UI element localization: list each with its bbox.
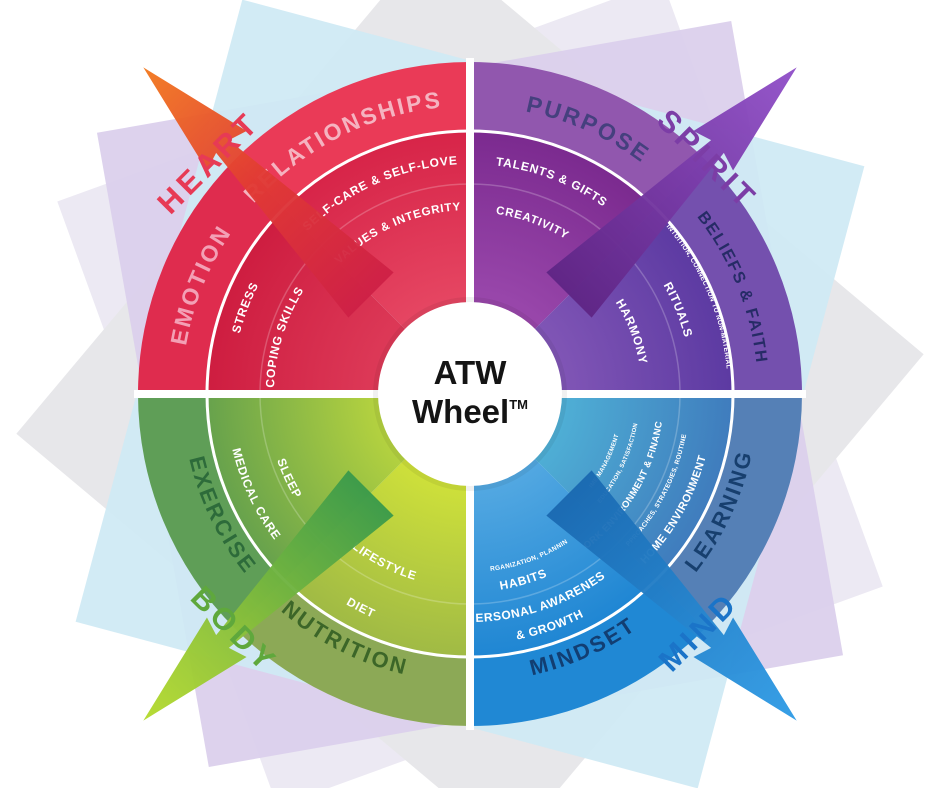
body-inner-nutrition bbox=[284, 456, 470, 657]
mind-arrow bbox=[546, 470, 797, 721]
mind-inner-learning bbox=[532, 394, 733, 580]
heart-outer-band-relationships bbox=[235, 62, 470, 209]
body-outer-band-nutrition bbox=[235, 579, 470, 726]
heart-arrow bbox=[143, 67, 394, 318]
outer-band-separator-ring bbox=[205, 129, 735, 659]
mind-outer-band-learning bbox=[655, 394, 802, 629]
mind-inner-mindset bbox=[470, 456, 656, 657]
wheel-title-line1: ATW bbox=[434, 354, 508, 391]
arrows bbox=[143, 67, 797, 721]
body-arrow bbox=[143, 470, 394, 721]
mind-outer-band-mindset bbox=[470, 579, 705, 726]
spirit-outer-band-beliefs bbox=[655, 159, 802, 394]
wheel bbox=[134, 58, 806, 730]
center-hub: ATW WheelTM bbox=[373, 297, 567, 491]
spirit-arrow bbox=[546, 67, 797, 318]
spirit-inner-beliefs bbox=[532, 208, 733, 394]
quadrant-mind bbox=[470, 394, 802, 726]
quadrant-body bbox=[138, 394, 470, 726]
heart-inner-emotion bbox=[206, 208, 408, 394]
heart-outer-band-emotion bbox=[138, 159, 285, 394]
body-inner-exercise bbox=[207, 394, 408, 580]
body-outer-band-exercise bbox=[138, 394, 285, 629]
spirit-outer-band-purpose bbox=[470, 62, 705, 209]
wheel-title-line2: WheelTM bbox=[412, 393, 528, 430]
quadrant-heart bbox=[138, 62, 470, 394]
hub-circle bbox=[378, 302, 562, 486]
heart-inner-relationships bbox=[284, 131, 470, 332]
inner-ring-separator bbox=[259, 183, 681, 605]
spirit-inner-purpose bbox=[470, 131, 656, 332]
quadrant-spirit bbox=[470, 62, 802, 394]
